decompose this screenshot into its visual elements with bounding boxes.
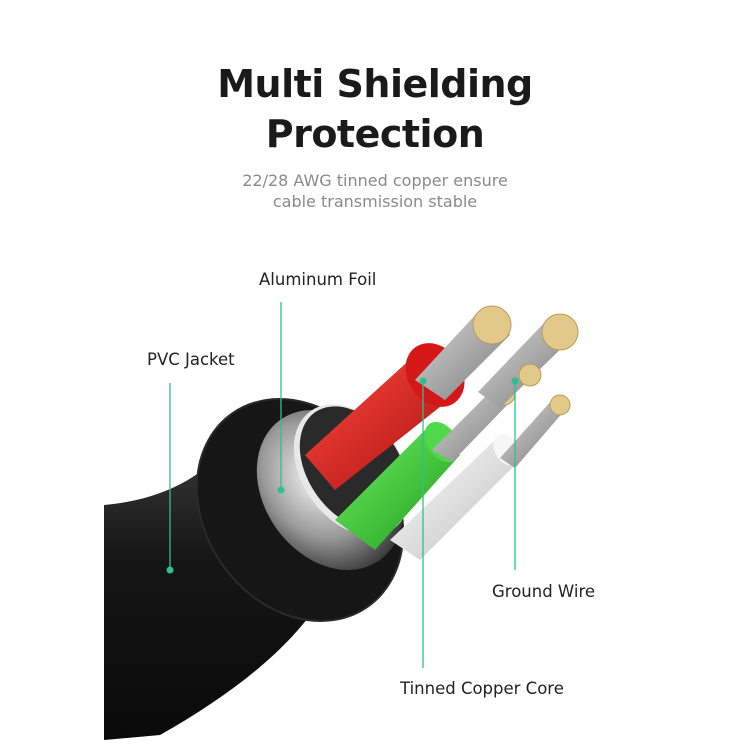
tinned-copper-core-label: Tinned Copper Core bbox=[400, 679, 564, 698]
pvc-jacket-label: PVC Jacket bbox=[147, 350, 235, 369]
copper-strand-tip bbox=[472, 305, 512, 345]
aluminum-foil-marker bbox=[277, 486, 285, 494]
copper-strand-tip bbox=[549, 394, 571, 416]
aluminum-foil-label: Aluminum Foil bbox=[259, 270, 377, 289]
copper-strand-tip bbox=[518, 363, 542, 387]
title-line-2: Protection bbox=[265, 112, 485, 156]
pvc-jacket-marker bbox=[166, 566, 174, 574]
subtitle-line-1: 22/28 AWG tinned copper ensure bbox=[242, 171, 508, 190]
title-line-1: Multi Shielding bbox=[217, 62, 533, 106]
copper-strand-tip bbox=[541, 313, 579, 351]
subtitle-line-2: cable transmission stable bbox=[272, 192, 478, 211]
ground-wire-label: Ground Wire bbox=[492, 582, 596, 601]
tinned-copper-marker bbox=[419, 377, 427, 385]
green-wire bbox=[335, 430, 460, 550]
ground-wire-marker bbox=[511, 377, 519, 385]
